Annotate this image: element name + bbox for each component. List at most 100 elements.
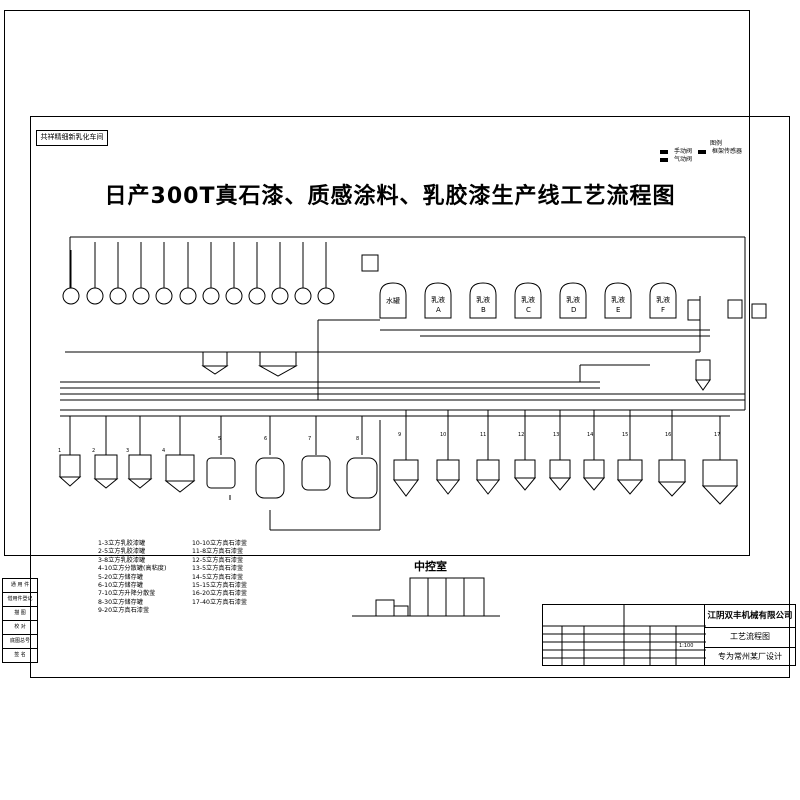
vessel-number: 3 <box>126 448 129 454</box>
drawing-inner-border <box>4 10 750 556</box>
process-vessel <box>58 416 82 487</box>
storage-tank <box>649 282 677 319</box>
vessel-number: 7 <box>308 436 311 442</box>
vessel-number: 2 <box>92 448 95 454</box>
premix-tank <box>132 242 150 305</box>
vessel-number: 15 <box>622 432 628 438</box>
storage-tank-label: 乳液 <box>611 295 625 304</box>
storage-tank <box>604 282 632 319</box>
premix-tank <box>248 242 266 305</box>
legend-item: 手动阀 框架传感器 <box>660 148 790 156</box>
premix-tank <box>62 250 80 305</box>
legend-heading: 图例 <box>710 140 723 147</box>
legend-item-label: 气动阀 <box>674 156 693 163</box>
title-block: 江阴双丰机械有限公司 工艺流程图 专为常州某厂设计 1:100 <box>542 604 796 666</box>
vessel-number: 8 <box>356 436 359 442</box>
premix-tank <box>294 242 312 305</box>
vessel-number: 9 <box>398 432 401 438</box>
process-vessel <box>657 410 687 497</box>
equipment-item: 8-30立方储存罐 <box>98 598 143 606</box>
hopper-cone <box>258 365 298 377</box>
vessel-number: 12 <box>518 432 524 438</box>
filter-unit <box>727 299 743 319</box>
weighing-hopper <box>259 351 297 367</box>
operator-desk <box>393 605 409 617</box>
process-vessel <box>548 410 572 491</box>
title-block-grid <box>542 604 706 666</box>
equipment-item: 11-8立方真石漆釜 <box>192 548 244 556</box>
silo <box>695 359 711 381</box>
equipment-item: 5-20立方储存罐 <box>98 573 143 581</box>
side-box-cell: 签 名 <box>2 648 38 663</box>
side-box-cell: 描 图 <box>2 606 38 621</box>
title-block-scale: 1:100 <box>679 643 694 649</box>
premix-tank <box>155 242 173 305</box>
process-vessel <box>127 416 153 489</box>
manual-valve-icon <box>660 150 668 154</box>
process-vessels <box>58 410 739 505</box>
control-room-drawing <box>352 577 500 617</box>
weighing-hopper <box>202 351 228 367</box>
equipment-item: 1-3立方乳胶漆罐 <box>98 540 146 547</box>
premix-tank <box>179 242 197 305</box>
legend-item-label: 手动阀 <box>674 148 693 155</box>
pipe-network <box>60 236 746 531</box>
storage-tank-labels: 水罐 乳液 A 乳液 B 乳液 C 乳液 D 乳液 E 乳液 F <box>386 295 670 314</box>
process-vessel <box>301 416 331 491</box>
side-box-cell: 通 用 件 <box>2 578 38 593</box>
equipment-item: 6-10立方储存罐 <box>98 582 143 590</box>
storage-tank-label: 乳液 <box>476 295 490 304</box>
premix-tank <box>225 242 243 305</box>
vessel-number: 5 <box>218 436 221 442</box>
equipment-item: 3-8立方乳胶漆罐 <box>98 556 146 564</box>
storage-tank <box>424 282 452 319</box>
storage-tank-label: 乳液 <box>656 295 670 304</box>
equipment-item: 14-5立方真石漆釜 <box>192 573 244 581</box>
side-box-cell: 校 对 <box>2 620 38 635</box>
filter-unit <box>687 299 701 321</box>
process-vessel <box>701 416 739 505</box>
equipment-item: 7-10立方升降分散釜 <box>98 590 156 598</box>
process-vessel <box>513 410 537 491</box>
vessel-number: 17 <box>714 432 720 438</box>
vessel-number: 6 <box>264 436 267 442</box>
storage-tank-label: 水罐 <box>386 296 400 305</box>
revision-side-box: 通 用 件 借用件登记 描 图 校 对 底图总号 签 名 <box>2 578 38 666</box>
title-block-drawing-name: 工艺流程图 <box>704 627 795 648</box>
silo-cone <box>695 379 711 391</box>
storage-tank <box>559 282 587 319</box>
equipment-list-right: 10-10立方真石漆釜 11-8立方真石漆釜 12-5立方真石漆釜 13-5立方… <box>192 540 247 607</box>
vessel-number: 11 <box>480 432 486 438</box>
equipment-item: 13-5立方真石漆釜 <box>192 565 244 573</box>
filter-unit <box>751 303 767 319</box>
storage-tank-label: 乳液 <box>566 295 580 304</box>
control-cabinets <box>409 577 485 617</box>
equipment-item: 12-5立方真石漆釜 <box>192 556 244 564</box>
storage-tank-label: 乳液 <box>521 295 535 304</box>
pneumatic-valve-icon <box>660 158 668 162</box>
process-vessel <box>206 416 236 489</box>
premix-tanks <box>62 242 335 305</box>
storage-tank-sub: F <box>661 306 665 314</box>
storage-tank-label: 乳液 <box>431 295 445 304</box>
process-vessel <box>435 410 461 495</box>
storage-tank <box>514 282 542 319</box>
sheet-stamp: 共祥精细新乳化车间 <box>36 130 108 146</box>
drawing-border <box>30 116 790 678</box>
legend: 图例 手动阀 框架传感器 气动阀 <box>660 140 790 164</box>
premix-tank <box>109 242 127 305</box>
process-vessel <box>393 410 419 497</box>
equipment-item: 15-15立方真石漆釜 <box>192 582 248 590</box>
equipment-item: 2-5立方乳胶漆罐 <box>98 548 146 556</box>
premix-tank <box>86 242 104 305</box>
process-vessel <box>582 410 606 491</box>
premix-tank <box>271 242 289 305</box>
control-room-label: 中控室 <box>414 560 447 573</box>
storage-tank-sub: C <box>526 306 531 314</box>
legend-item: 气动阀 <box>660 156 790 164</box>
storage-tank <box>379 282 407 319</box>
legend-item-label: 框架传感器 <box>712 148 743 155</box>
weighing-hoppers <box>201 254 379 377</box>
process-vessel <box>93 416 119 489</box>
